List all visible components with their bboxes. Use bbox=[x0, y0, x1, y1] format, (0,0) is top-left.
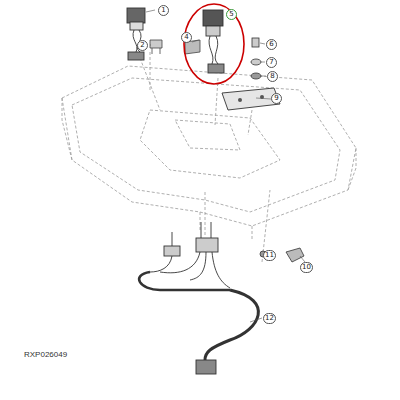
callout-circle: 7 bbox=[266, 57, 277, 68]
callout-circle: 10 bbox=[300, 262, 313, 273]
callout-circle: 9 bbox=[271, 93, 282, 104]
callout-circle: 11 bbox=[263, 250, 276, 261]
callout-number: 2 bbox=[140, 42, 144, 49]
callout-circle: 8 bbox=[267, 71, 278, 82]
callout-number: 4 bbox=[184, 34, 188, 41]
callout-circle: 2 bbox=[137, 40, 148, 51]
figure-reference: RXP026049 bbox=[24, 350, 67, 359]
callout-circle: 4 bbox=[181, 32, 192, 43]
callout-number: 6 bbox=[269, 41, 273, 48]
callout-number: 12 bbox=[265, 315, 274, 322]
callout-number: 8 bbox=[270, 73, 274, 80]
callout-number: 7 bbox=[269, 59, 273, 66]
callout-number: 1 bbox=[161, 7, 165, 14]
callout-number: 5 bbox=[229, 11, 233, 18]
callout-number: 10 bbox=[302, 264, 311, 271]
callout-number: 11 bbox=[265, 252, 274, 259]
callout-circle: 6 bbox=[266, 39, 277, 50]
callout-circle: 1 bbox=[158, 5, 169, 16]
callout-circle: 12 bbox=[263, 313, 276, 324]
callout-number: 9 bbox=[274, 95, 278, 102]
callout-circle: 5 bbox=[226, 9, 237, 20]
